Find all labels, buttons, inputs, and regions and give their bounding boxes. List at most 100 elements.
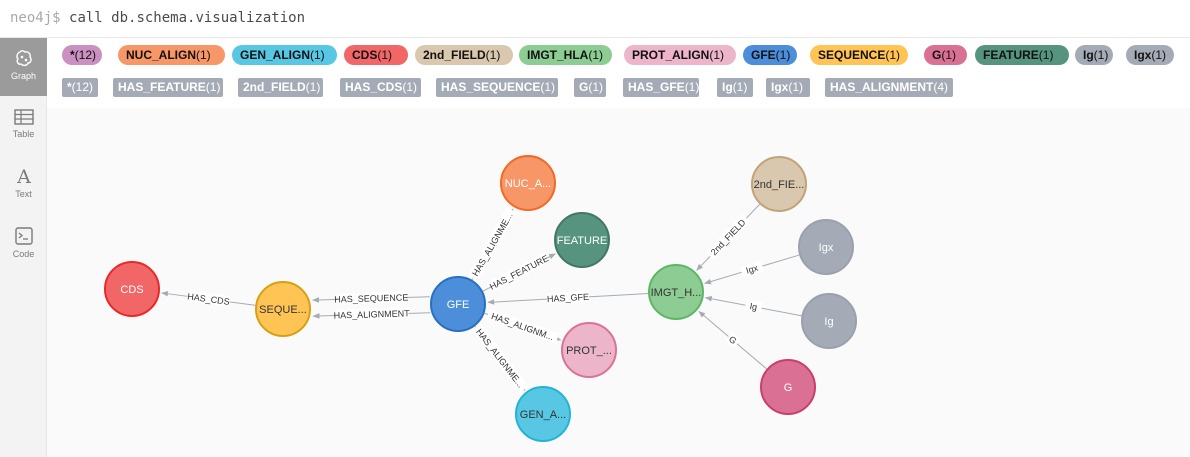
relationship-type-pill[interactable]: HAS_CDS(1) xyxy=(340,78,421,97)
pill-name: SEQUENCE xyxy=(818,48,886,62)
result-view-sidebar: Graph Table A Text Code xyxy=(0,38,47,457)
edge-label: HAS_ALIGNMENT xyxy=(334,308,411,320)
relationship-type-pill[interactable]: Igx(1) xyxy=(766,78,810,97)
node-label-pill[interactable]: 2nd_FIELD(1) xyxy=(415,45,513,65)
pill-count: (1) xyxy=(1038,48,1054,62)
graph-node-prot[interactable] xyxy=(561,322,617,378)
relationship-type-pill[interactable]: HAS_ALIGNMENT(4) xyxy=(825,78,953,97)
relationship-type-pill[interactable]: HAS_SEQUENCE(1) xyxy=(436,78,558,97)
graph-node-feat[interactable] xyxy=(554,212,610,268)
graph-node-igx[interactable] xyxy=(798,219,854,275)
rel-count: (1) xyxy=(684,80,700,94)
rel-name: Ig xyxy=(722,80,733,94)
node-caption: IMGT_H... xyxy=(651,287,702,299)
pill-name: Igx xyxy=(1134,48,1152,62)
node-label-pill[interactable]: IMGT_HLA(1) xyxy=(519,45,612,65)
node-label-pill[interactable]: *(12) xyxy=(62,45,102,65)
edge-label: HAS_GFE xyxy=(547,292,590,304)
pill-name: PROT_ALIGN xyxy=(632,48,710,62)
rel-count: (4) xyxy=(933,80,949,94)
sidebar-item-table[interactable]: Table xyxy=(0,98,47,156)
graph-node-nuc[interactable] xyxy=(500,155,556,211)
pill-count: (1) xyxy=(377,48,393,62)
rel-name: HAS_FEATURE xyxy=(118,80,206,94)
rel-name: * xyxy=(67,80,72,94)
node-label-pill[interactable]: Ig(1) xyxy=(1075,45,1113,65)
node-caption: G xyxy=(784,382,793,394)
node-label-pill[interactable]: PROT_ALIGN(1) xyxy=(624,45,736,65)
graph-node-imgt[interactable] xyxy=(648,264,704,320)
sidebar-item-code[interactable]: Code xyxy=(0,216,47,274)
edge-label: HAS_ALIGNM... xyxy=(490,311,555,342)
pill-name: IMGT_HLA xyxy=(527,48,589,62)
rel-count: (1) xyxy=(402,80,418,94)
rel-name: HAS_CDS xyxy=(345,80,403,94)
rel-count: (1) xyxy=(540,80,556,94)
pill-name: 2nd_FIELD xyxy=(423,48,486,62)
pill-count: (1) xyxy=(485,48,501,62)
node-label-pill[interactable]: CDS(1) xyxy=(344,45,408,65)
node-label-pill[interactable]: GEN_ALIGN(1) xyxy=(232,45,337,65)
pill-count: (1) xyxy=(588,48,604,62)
pill-count: (1) xyxy=(941,48,957,62)
sidebar-label-table: Table xyxy=(12,129,35,139)
edge-label-background xyxy=(705,214,751,260)
svg-text:A: A xyxy=(16,166,31,186)
node-caption: 2nd_FIE... xyxy=(754,179,805,191)
edge-label: Igx xyxy=(745,263,760,276)
relationship-type-pill[interactable]: 2nd_FIELD(1) xyxy=(238,78,323,97)
edge-label-background xyxy=(546,290,590,305)
sidebar-label-code: Code xyxy=(12,249,35,259)
pill-name: FEATURE xyxy=(983,48,1039,62)
pill-name: Ig xyxy=(1083,48,1094,62)
graph-node-g[interactable] xyxy=(760,359,816,415)
command-prompt[interactable]: neo4j$ call db.schema.visualization xyxy=(10,10,305,26)
node-label-pill[interactable]: FEATURE(1) xyxy=(975,45,1069,65)
rel-name: Igx xyxy=(771,80,789,94)
rel-count: (12) xyxy=(71,80,94,94)
relationship-type-pill[interactable]: *(12) xyxy=(62,78,98,97)
node-label-pill[interactable]: SEQUENCE(1) xyxy=(810,45,908,65)
relationship-type-pill[interactable]: HAS_FEATURE(1) xyxy=(113,78,223,97)
table-icon xyxy=(13,109,34,125)
sidebar-label-graph: Graph xyxy=(10,71,36,81)
command-bar[interactable]: neo4j$ call db.schema.visualization xyxy=(0,0,1190,38)
graph-node-field[interactable] xyxy=(751,156,807,212)
node-label-pill[interactable]: GFE(1) xyxy=(743,45,797,65)
graph-icon xyxy=(15,50,32,67)
relationship-type-pill[interactable]: G(1) xyxy=(574,78,606,97)
graph-node-seq[interactable] xyxy=(255,281,311,337)
rel-name: HAS_ALIGNMENT xyxy=(830,80,934,94)
sidebar-item-text[interactable]: A Text xyxy=(0,156,47,214)
relationship-type-pill[interactable]: HAS_GFE(1) xyxy=(623,78,699,97)
pill-count: (1) xyxy=(1151,48,1167,62)
node-label-pill[interactable]: G(1) xyxy=(924,45,967,65)
node-caption: Igx xyxy=(819,242,834,254)
rel-count: (1) xyxy=(205,80,221,94)
edge-label: HAS_SEQUENCE xyxy=(334,292,408,304)
graph-node-gen[interactable] xyxy=(515,386,571,442)
edge-label-background xyxy=(471,323,529,393)
edge-label: HAS_CDS xyxy=(187,291,230,306)
rel-count: (1) xyxy=(732,80,748,94)
pill-name: * xyxy=(70,48,75,62)
graph-node-cds[interactable] xyxy=(104,261,160,317)
graph-node-gfe[interactable] xyxy=(430,276,486,332)
relationship-type-pill[interactable]: Ig(1) xyxy=(717,78,753,97)
node-caption: CDS xyxy=(120,284,143,296)
node-label-pill[interactable]: Igx(1) xyxy=(1126,45,1174,65)
graph-node-ig[interactable] xyxy=(801,293,857,349)
rel-name: G xyxy=(579,80,589,94)
pill-name: NUC_ALIGN xyxy=(126,48,197,62)
edge-label-background xyxy=(725,331,741,348)
node-caption: GFE xyxy=(447,299,470,311)
pill-count: (1) xyxy=(885,48,901,62)
prompt-symbol: neo4j$ xyxy=(10,10,61,26)
edge-label-background xyxy=(488,252,550,292)
edge-label: G xyxy=(727,334,739,346)
rel-count: (1) xyxy=(588,80,604,94)
node-label-pill[interactable]: NUC_ALIGN(1) xyxy=(118,45,225,65)
sidebar-item-graph[interactable]: Graph xyxy=(0,38,47,96)
edge-label: HAS_ALIGNME... xyxy=(470,211,514,278)
